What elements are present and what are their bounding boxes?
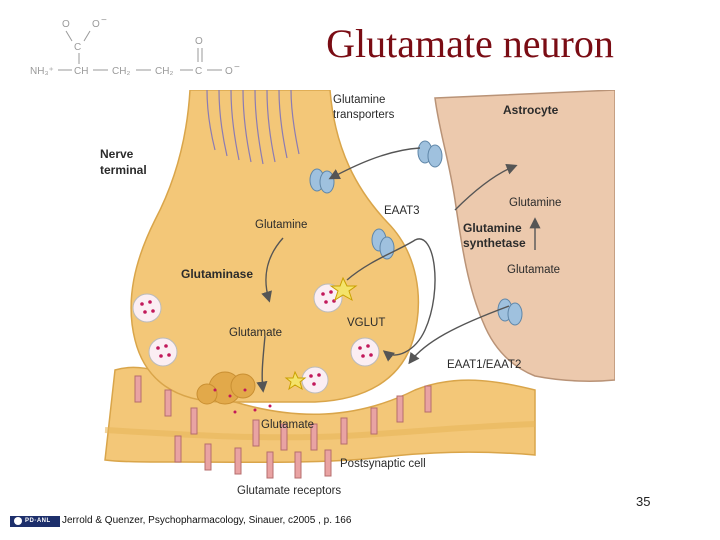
label-glutamate-astrocyte: Glutamate	[507, 264, 560, 276]
synapse-figure: Nerve terminal Astrocyte Glutamine trans…	[100, 90, 615, 497]
chem-c2-top-o: O	[195, 36, 203, 47]
label-glutamine-transporters-2: transporters	[333, 109, 395, 121]
label-glutamine-synthetase-2: synthetase	[463, 236, 526, 250]
nerve-terminal	[130, 90, 420, 403]
license-badge: PD·ANL	[10, 516, 60, 527]
axon-filaments	[206, 90, 300, 165]
label-postsynaptic-cell: Postsynaptic cell	[340, 458, 426, 470]
page-number: 35	[636, 494, 651, 509]
label-glutamate-cleft: Glutamate	[261, 419, 314, 431]
citation: Jerrold & Quenzer, Psychopharmacology, S…	[62, 515, 352, 526]
chem-c1-o: O	[92, 19, 100, 30]
label-glutamate-terminal: Glutamate	[229, 327, 282, 339]
label-glutamine-synthetase: Glutamine	[463, 221, 522, 235]
label-glutamine-terminal: Glutamine	[255, 219, 307, 231]
license-icon	[14, 517, 22, 525]
slide-title: Glutamate neuron	[326, 21, 614, 66]
chem-ch: CH	[74, 66, 88, 77]
chem-ch2b: CH₂	[155, 66, 173, 77]
chem-c2-charge: −	[234, 62, 240, 73]
chem-c2-c: C	[195, 66, 202, 77]
vglut-transporter	[329, 276, 358, 302]
chem-ch2a: CH₂	[112, 66, 130, 77]
chem-c1-top-o: O	[62, 19, 70, 30]
glutamate-receptors	[134, 375, 432, 479]
transporters	[309, 140, 523, 326]
label-nerve-terminal-2: terminal	[100, 163, 147, 177]
chem-nh3: NH₃⁺	[30, 66, 54, 77]
label-glutamine-transporters: Glutamine	[333, 94, 385, 106]
glutamate-structure: O O − C NH₃⁺ CH CH₂ CH₂ C O O −	[30, 15, 240, 77]
badge-text: PD·ANL	[25, 518, 51, 524]
label-eaat1-eaat2: EAAT1/EAAT2	[447, 359, 521, 371]
chem-c1-c: C	[74, 42, 81, 53]
chem-c2-o: O	[225, 66, 233, 77]
label-glutamine-astrocyte: Glutamine	[509, 197, 561, 209]
label-glutaminase: Glutaminase	[181, 267, 253, 281]
label-astrocyte: Astrocyte	[503, 103, 559, 117]
label-glutamate-receptors: Glutamate receptors	[237, 485, 341, 497]
label-vglut: VGLUT	[347, 317, 385, 329]
label-nerve-terminal: Nerve	[100, 147, 134, 161]
chem-c1-charge: −	[101, 15, 107, 26]
vesicles	[132, 283, 380, 414]
label-eaat3: EAAT3	[384, 205, 420, 217]
